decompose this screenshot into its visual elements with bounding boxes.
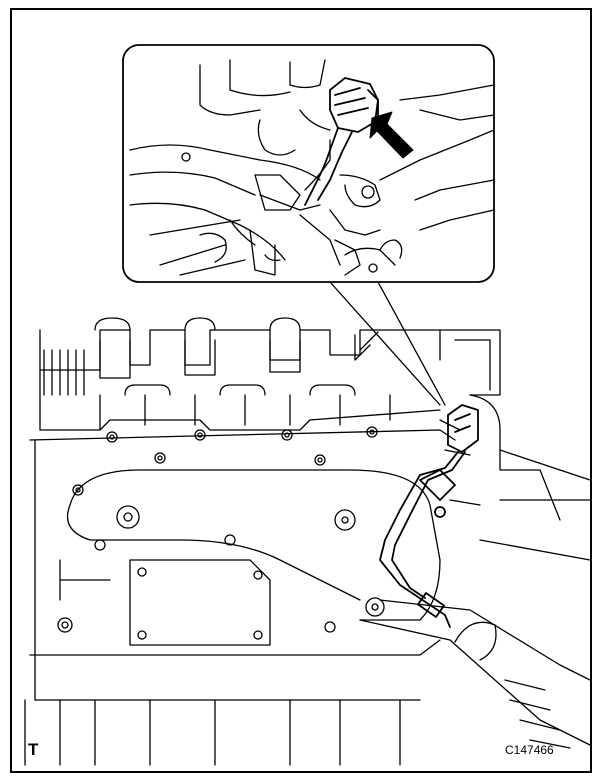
callout-leader xyxy=(329,281,446,406)
callout-detail xyxy=(122,44,495,283)
connector-icon xyxy=(304,77,379,206)
figure-id: C147466 xyxy=(505,743,554,757)
corner-letter: T xyxy=(28,740,39,759)
arrow-icon xyxy=(369,111,414,159)
engine-block xyxy=(24,317,591,766)
sensor-harness xyxy=(379,404,479,628)
